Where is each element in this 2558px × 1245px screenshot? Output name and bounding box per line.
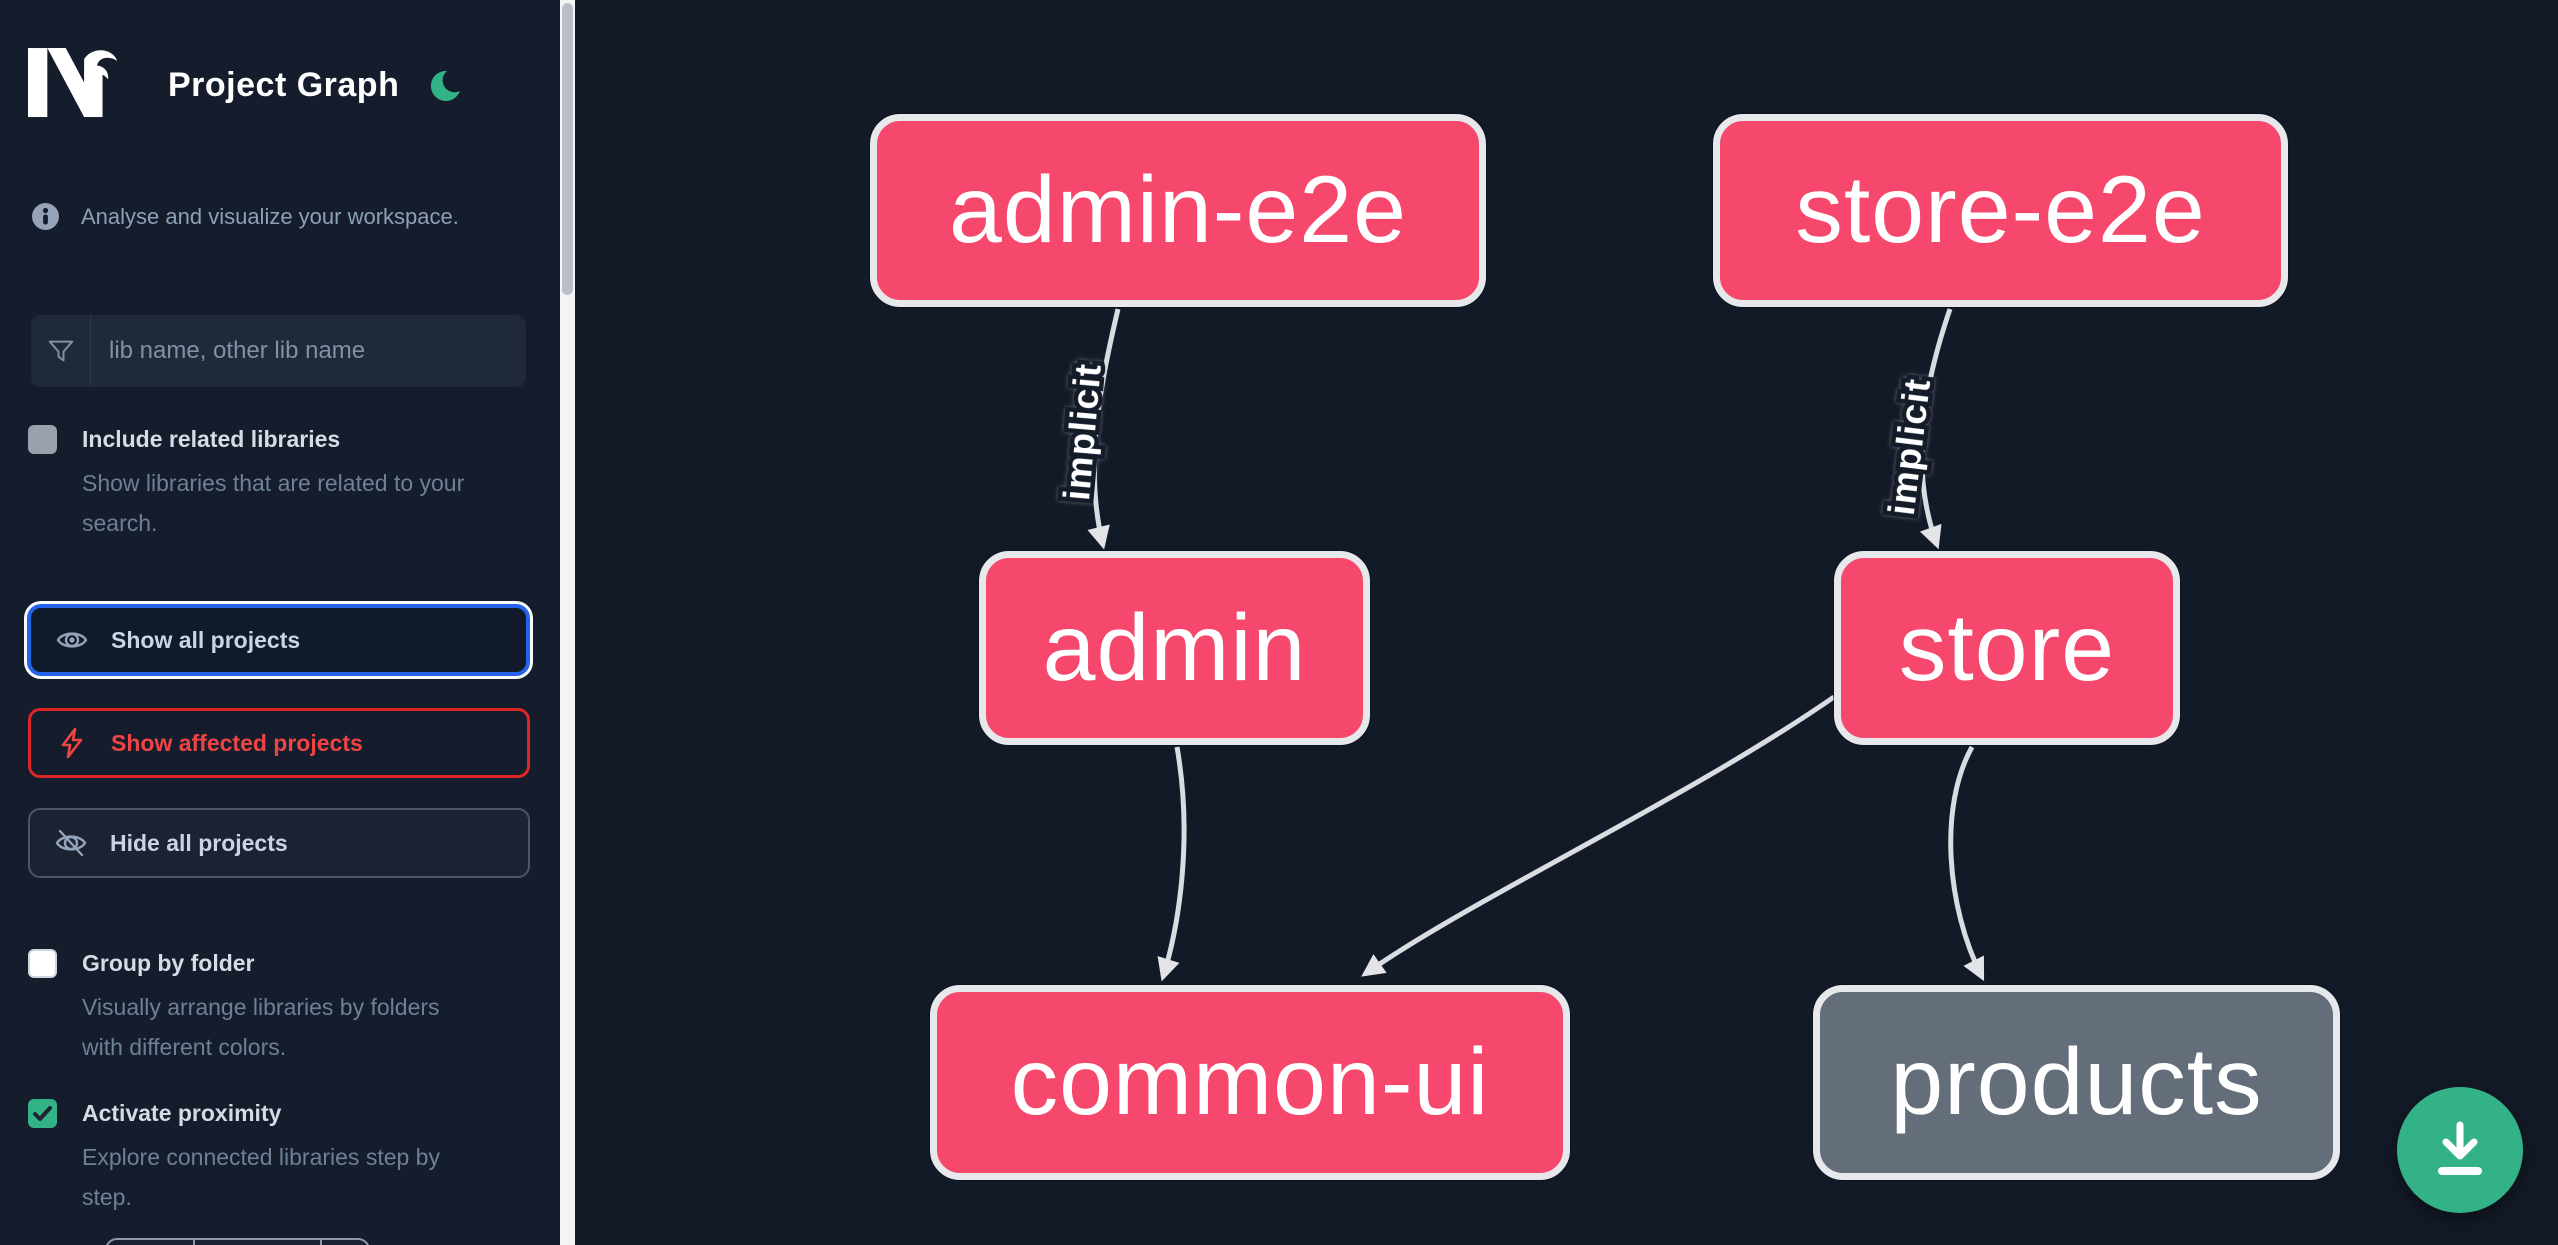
- hide-all-projects-label: Hide all projects: [110, 829, 288, 856]
- tagline-row: Analyse and visualize your workspace.: [32, 203, 459, 230]
- show-all-projects-label: Show all projects: [111, 626, 301, 653]
- graph-node-admin-e2e[interactable]: admin-e2e: [870, 114, 1486, 307]
- app-title: Project Graph: [168, 66, 400, 104]
- graph-edge-admin-to-common-ui: [1157, 746, 1187, 982]
- eye-off-icon: [55, 829, 87, 857]
- graph-edges-layer: implicit implicit: [1051, 308, 1985, 982]
- search-input[interactable]: [91, 315, 526, 387]
- activate-proximity-description: Explore connected libraries step by step…: [82, 1144, 440, 1210]
- group-by-folder-checkbox[interactable]: [28, 949, 57, 978]
- checkmark-icon: [33, 1106, 52, 1121]
- group-by-folder-option: Group by folder Visually arrange librari…: [28, 948, 533, 1067]
- edge-label-store-e2e-store: implicit: [1881, 376, 1938, 518]
- graph-edge-store-e2e-to-store: [1919, 308, 1953, 550]
- activate-proximity-checkbox[interactable]: [28, 1099, 57, 1128]
- tagline-text: Analyse and visualize your workspace.: [81, 203, 459, 229]
- download-icon: [2438, 1121, 2482, 1175]
- stepper-value-segment: [195, 1240, 322, 1245]
- filter-funnel-icon: [31, 315, 91, 387]
- sidebar: Project Graph Analyse and visualize your…: [0, 0, 560, 1245]
- graph-edge-store-to-common-ui: [1361, 694, 1836, 977]
- include-related-label: Include related libraries: [82, 426, 341, 452]
- graph-canvas[interactable]: implicit implicit admin-e2e store-e2e admin…: [575, 0, 2558, 1245]
- include-related-description: Show libraries that are related to your …: [82, 470, 465, 536]
- activate-proximity-label: Activate proximity: [82, 1100, 282, 1126]
- search-box: [31, 315, 526, 387]
- sidebar-scrollbar-thumb[interactable]: [562, 3, 573, 295]
- graph-node-store[interactable]: store: [1834, 551, 2180, 745]
- info-icon: [32, 203, 59, 230]
- activate-proximity-option: Activate proximity Explore connected lib…: [28, 1098, 533, 1217]
- graph-edge-admin-e2e-to-admin: [1087, 308, 1121, 550]
- graph-node-admin[interactable]: admin: [979, 551, 1370, 745]
- stepper-decrement-segment[interactable]: [107, 1240, 195, 1245]
- show-affected-projects-label: Show affected projects: [111, 729, 363, 756]
- edge-label-admin-e2e-admin: implicit: [1056, 361, 1109, 502]
- show-all-projects-button[interactable]: Show all projects: [27, 604, 530, 676]
- lightning-bolt-icon: [61, 727, 83, 759]
- download-image-button[interactable]: [2397, 1087, 2523, 1213]
- group-by-folder-description: Visually arrange libraries by folders wi…: [82, 994, 440, 1060]
- dark-mode-moon-icon[interactable]: [420, 64, 464, 108]
- hide-all-projects-button[interactable]: Hide all projects: [28, 808, 530, 878]
- show-affected-projects-button[interactable]: Show affected projects: [28, 708, 530, 778]
- include-related-libraries-option: Include related libraries Show libraries…: [28, 424, 533, 543]
- sidebar-scrollbar-track[interactable]: [560, 0, 575, 1245]
- include-related-checkbox[interactable]: [28, 425, 57, 454]
- app-header: Project Graph: [0, 0, 560, 160]
- graph-node-store-e2e[interactable]: store-e2e: [1713, 114, 2288, 307]
- proximity-stepper-partial[interactable]: [105, 1238, 370, 1245]
- eye-icon: [56, 632, 88, 648]
- nx-logo-icon: [28, 48, 118, 118]
- graph-node-products[interactable]: products: [1813, 985, 2340, 1180]
- graph-edge-store-to-products: [1948, 745, 1985, 982]
- graph-node-common-ui[interactable]: common-ui: [930, 985, 1570, 1180]
- group-by-folder-label: Group by folder: [82, 950, 255, 976]
